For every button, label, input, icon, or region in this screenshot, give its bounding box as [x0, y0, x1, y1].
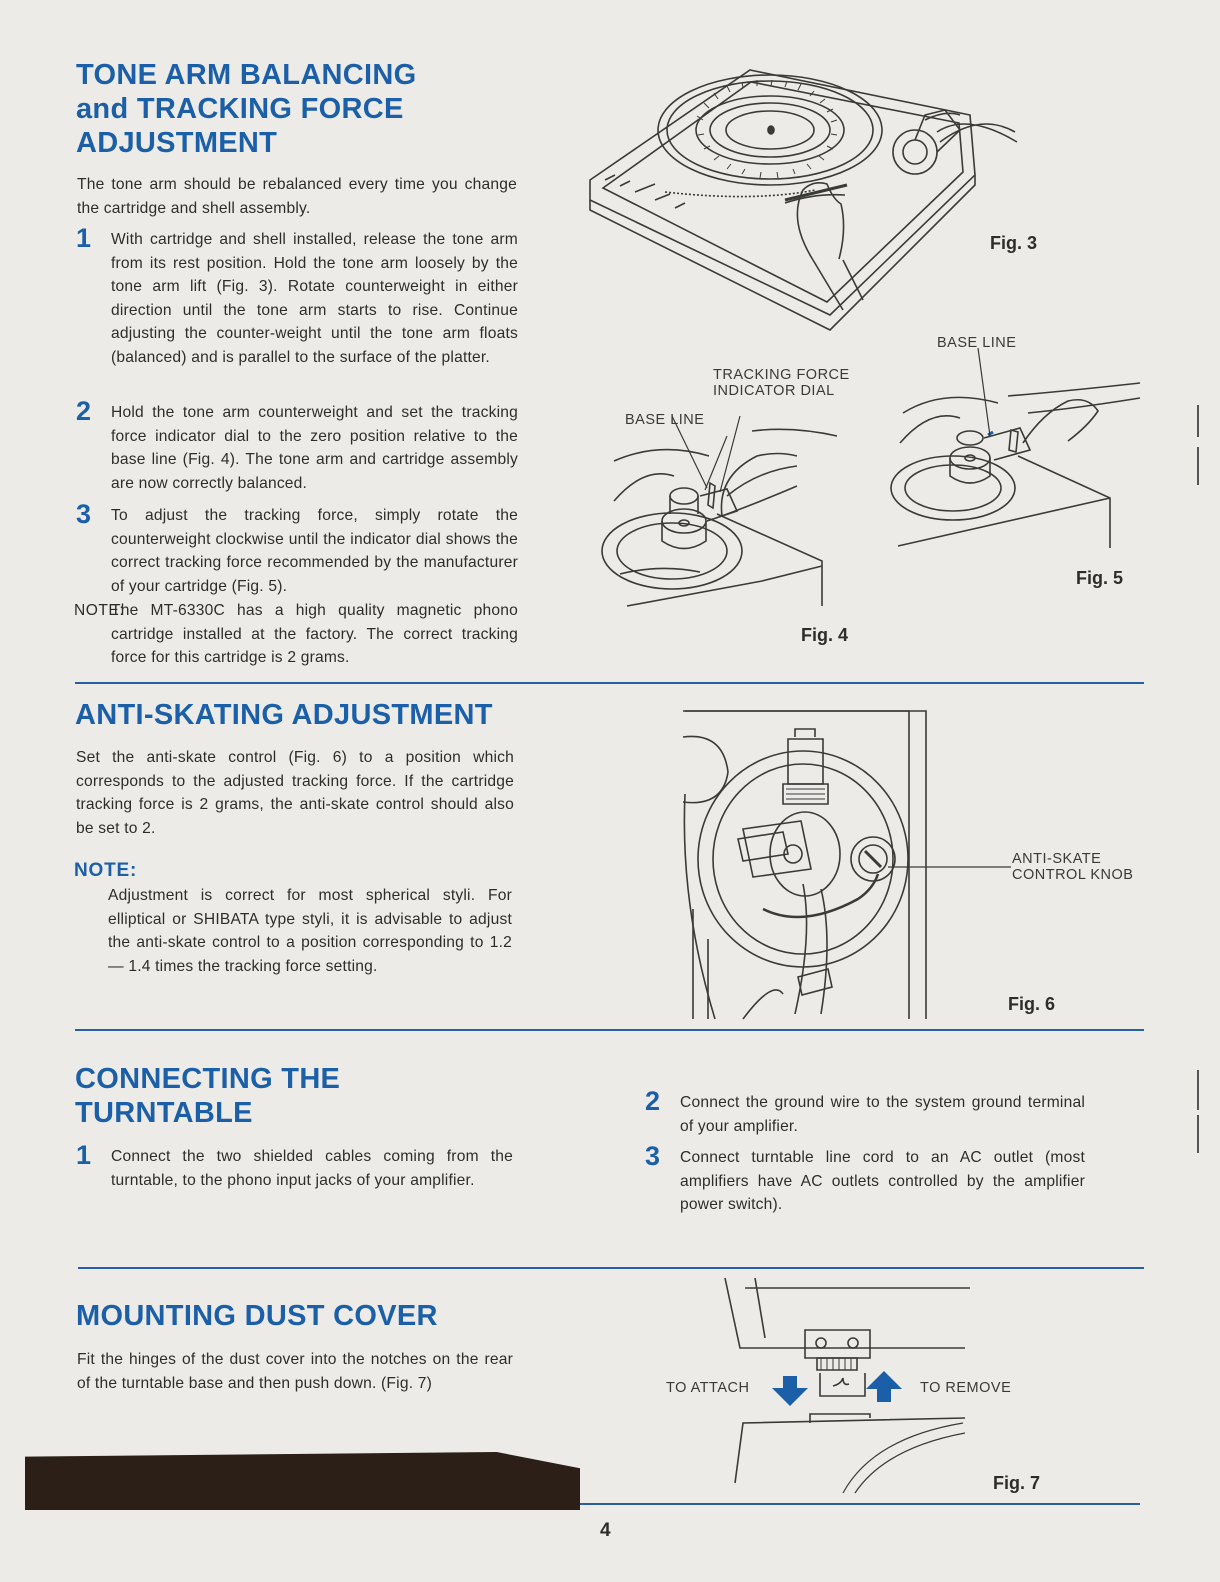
redaction-bar — [25, 1452, 580, 1510]
footer-rule — [580, 1503, 1140, 1505]
arrow-down-icon — [772, 1376, 808, 1406]
step-item: 3 To adjust the tracking force, simply r… — [76, 499, 518, 598]
fig3-turntable-illustration — [585, 60, 1030, 350]
section-heading: TONE ARM BALANCING and TRACKING FORCE AD… — [76, 58, 518, 160]
binding-mark — [1197, 1115, 1199, 1153]
fig4-counterweight-illustration — [612, 396, 847, 616]
heading-line: CONNECTING THE — [75, 1063, 341, 1095]
step-number: 1 — [76, 1140, 92, 1170]
label-line: TRACKING FORCE — [713, 367, 850, 383]
step-number: 2 — [76, 396, 92, 426]
page-number: 4 — [600, 1520, 611, 1541]
step-text: Connect turntable line cord to an AC out… — [680, 1149, 1085, 1214]
anti-skate-paragraph: Set the anti-skate control (Fig. 6) to a… — [76, 749, 514, 837]
fig6-caption: Fig. 6 — [1008, 994, 1056, 1014]
step-text: Connect the ground wire to the system gr… — [680, 1094, 1085, 1135]
step-item: 1 Connect the two shielded cables coming… — [76, 1140, 513, 1192]
step-number: 2 — [645, 1086, 661, 1116]
step-number: 3 — [76, 499, 92, 529]
section-tone-arm: TONE ARM BALANCING and TRACKING FORCE AD… — [76, 58, 518, 160]
note-label: NOTE: — [74, 602, 125, 619]
fig7-caption: Fig. 7 — [993, 1473, 1041, 1493]
fig4-caption: Fig. 4 — [801, 625, 849, 645]
arrow-up-icon — [866, 1371, 902, 1402]
step-item: 2 Connect the ground wire to the system … — [645, 1086, 1085, 1138]
fig6-anti-skate-illustration — [683, 709, 1013, 1021]
fig5-label-base-line: BASE LINE — [937, 335, 1017, 351]
heading-line: TURNTABLE — [75, 1097, 253, 1129]
note-text: Adjustment is correct for most spherical… — [108, 887, 512, 975]
heading-line: ADJUSTMENT — [76, 127, 278, 159]
to-remove-label: TO REMOVE — [920, 1380, 1012, 1396]
note-text: The MT-6330C has a high quality magnetic… — [111, 602, 518, 667]
step-number: 3 — [645, 1141, 661, 1171]
fig7-dust-cover-illustration — [725, 1278, 975, 1498]
fig3-caption: Fig. 3 — [990, 233, 1038, 253]
step-list: 1 With cartridge and shell installed, re… — [74, 223, 518, 678]
section-heading: CONNECTING THE TURNTABLE — [75, 1062, 340, 1130]
fig5-counterweight-illustration — [898, 348, 1148, 553]
section-divider — [75, 682, 1144, 684]
step-item: 3 Connect turntable line cord to an AC o… — [645, 1141, 1085, 1217]
step-text: Hold the tone arm counterweight and set … — [111, 404, 518, 492]
step-number: 1 — [76, 223, 92, 253]
label-line: INDICATOR DIAL — [713, 383, 835, 399]
step-text: To adjust the tracking force, simply rot… — [111, 507, 518, 595]
note-label: NOTE: — [74, 860, 138, 881]
fig4-label-tracking-force: TRACKING FORCE INDICATOR DIAL — [713, 367, 850, 399]
step-text: With cartridge and shell installed, rele… — [111, 231, 518, 366]
section-heading: ANTI-SKATING ADJUSTMENT — [75, 699, 493, 731]
binding-mark — [1197, 447, 1199, 485]
section-heading: MOUNTING DUST COVER — [76, 1300, 438, 1332]
dust-cover-paragraph: Fit the hinges of the dust cover into th… — [77, 1351, 513, 1392]
fig5-caption: Fig. 5 — [1076, 568, 1124, 588]
intro-paragraph: The tone arm should be rebalanced every … — [77, 176, 517, 217]
fig6-label-anti-skate-knob: ANTI-SKATE CONTROL KNOB — [1012, 851, 1133, 883]
binding-mark — [1197, 405, 1199, 437]
label-line: CONTROL KNOB — [1012, 867, 1134, 883]
label-line: ANTI-SKATE — [1012, 851, 1102, 867]
heading-line: TONE ARM BALANCING — [76, 59, 417, 91]
to-attach-label: TO ATTACH — [666, 1380, 750, 1396]
heading-line: and TRACKING FORCE — [76, 93, 404, 125]
step-item: 2 Hold the tone arm counterweight and se… — [76, 396, 518, 495]
step-text: Connect the two shielded cables coming f… — [111, 1148, 513, 1189]
fig4-label-base-line: BASE LINE — [625, 412, 705, 428]
note: NOTE: The MT-6330C has a high quality ma… — [74, 599, 518, 670]
binding-mark — [1197, 1070, 1199, 1110]
section-divider — [78, 1267, 1144, 1269]
section-divider — [75, 1029, 1144, 1031]
step-item: 1 With cartridge and shell installed, re… — [76, 223, 518, 370]
